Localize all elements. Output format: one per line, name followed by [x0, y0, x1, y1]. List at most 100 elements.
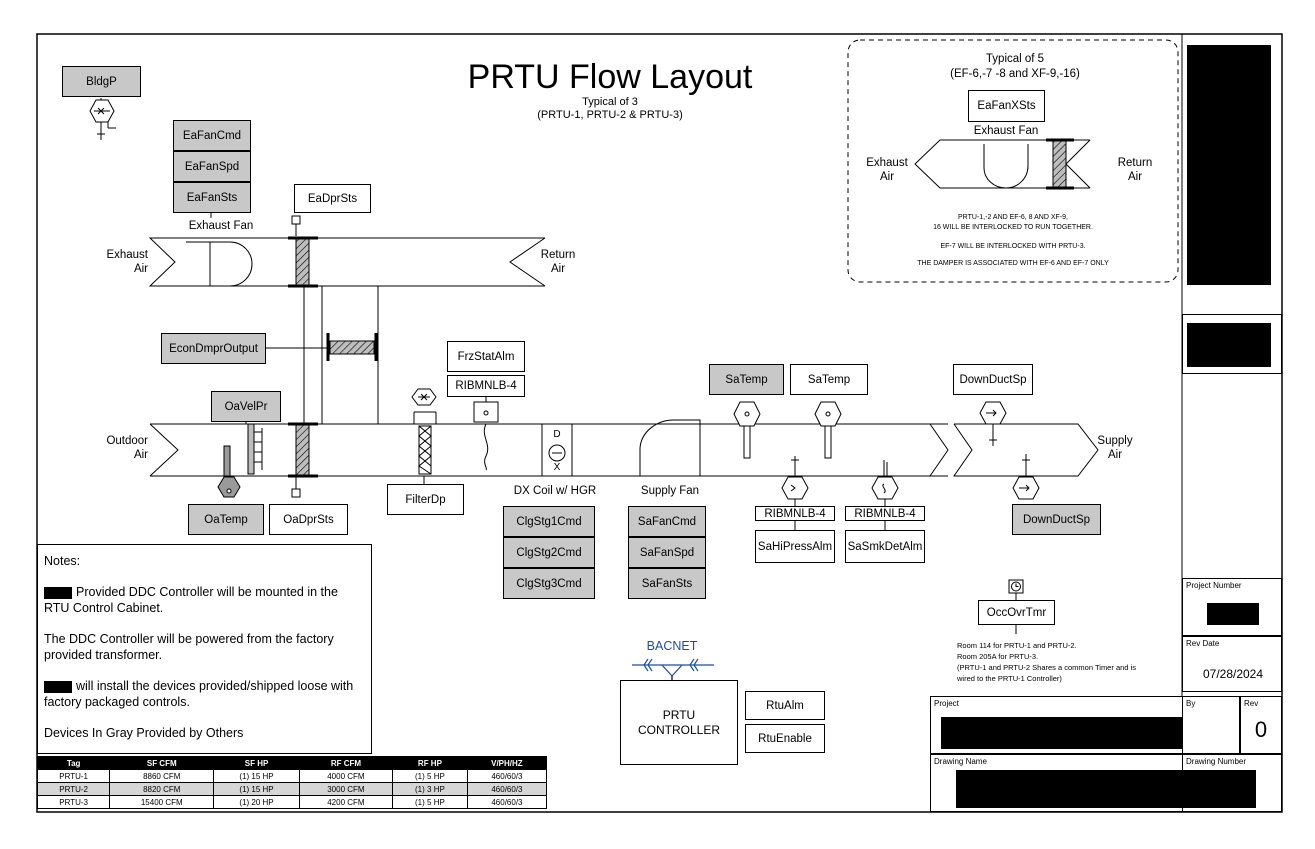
prtu-controller[interactable]: PRTU CONTROLLER — [620, 680, 738, 765]
sheet-border — [36, 33, 1283, 813]
timer-clock-icon — [1008, 579, 1024, 594]
header-sf-hp: SF HP — [213, 756, 300, 770]
timer-note-line-4: wired to the PRTU-1 Controller) — [957, 674, 1062, 683]
timer-note-line-3: (PRTU-1 and PRTU-2 Shares a common Timer… — [957, 663, 1136, 672]
inset-return-label: Return Air — [1112, 156, 1158, 184]
point-eafansts[interactable]: EaFanSts — [173, 182, 251, 213]
inset-exhaust-label: Exhaust Air — [862, 156, 912, 184]
note-3-text: will install the devices provided/shippe… — [44, 679, 354, 709]
redacted-block — [44, 586, 72, 599]
cell: (1) 5 HP — [392, 795, 468, 809]
cell: PRTU-2 — [36, 782, 111, 796]
exhaust-air-label: Exhaust Air — [96, 248, 148, 276]
point-clgstg3cmd[interactable]: ClgStg3Cmd — [503, 568, 595, 599]
cell: 8820 CFM — [109, 782, 215, 796]
point-downductsp-bottom[interactable]: DownDuctSp — [1012, 504, 1101, 535]
point-econdmproutput[interactable]: EconDmprOutput — [161, 333, 266, 364]
point-frzstatalm[interactable]: FrzStatAlm — [447, 341, 525, 372]
cell: (1) 20 HP — [213, 795, 300, 809]
bacnet-network-symbol — [632, 658, 714, 680]
table-row: PRTU-1 8860 CFM (1) 15 HP 4000 CFM (1) 5… — [36, 769, 548, 783]
point-safansts[interactable]: SaFanSts — [628, 568, 706, 599]
satemp-sensor-gray — [733, 401, 761, 459]
point-satemp[interactable]: SaTemp — [790, 364, 868, 395]
point-safancmd[interactable]: SaFanCmd — [628, 506, 706, 537]
point-eafanxsts[interactable]: EaFanXSts — [968, 90, 1045, 122]
bacnet-label: BACNET — [646, 639, 698, 653]
point-sahipressalm[interactable]: SaHiPressAlm — [755, 530, 835, 563]
note-1-text: Provided DDC Controller will be mounted … — [44, 585, 338, 615]
cell: 460/60/3 — [466, 795, 548, 809]
point-safanspd[interactable]: SaFanSpd — [628, 537, 706, 568]
subtitle-line-2: (PRTU-1, PRTU-2 & PRTU-3) — [537, 109, 683, 121]
supply-air-label: Supply Air — [1090, 434, 1140, 462]
redacted-block — [44, 680, 72, 693]
point-rtualm[interactable]: RtuAlm — [745, 691, 825, 720]
inset-exhaust-line-1: Exhaust — [866, 157, 908, 169]
point-filterdp[interactable]: FilterDp — [387, 484, 464, 515]
point-rtuenable[interactable]: RtuEnable — [745, 724, 825, 753]
rev-label: Rev — [1244, 699, 1259, 708]
point-clgstg1cmd[interactable]: ClgStg1Cmd — [503, 506, 595, 537]
project-number-cell: Project Number — [1182, 578, 1282, 636]
cell: 15400 CFM — [109, 795, 215, 809]
inset-typical-exhaust — [847, 39, 1179, 283]
header-voltage: V/PH/HZ — [466, 756, 548, 770]
cell: 8860 CFM — [109, 769, 215, 783]
project-number-label: Project Number — [1186, 581, 1242, 590]
note-1: Provided DDC Controller will be mounted … — [44, 584, 365, 616]
page-title: PRTU Flow Layout — [467, 58, 753, 96]
exhaust-fan-symbol — [186, 241, 253, 287]
coil-x-label: X — [553, 462, 561, 473]
subtitle-line-1: Typical of 3 — [582, 96, 638, 108]
redacted-block — [1207, 603, 1259, 625]
point-eadprsts[interactable]: EaDprSts — [294, 184, 371, 213]
point-eafanspd[interactable]: EaFanSpd — [173, 151, 251, 182]
inset-damper — [1052, 140, 1067, 188]
rev-date-cell: Rev Date 07/28/2024 — [1182, 636, 1282, 692]
page-subtitle: Typical of 3 (PRTU-1, PRTU-2 & PRTU-3) — [480, 96, 740, 122]
point-downductsp-top[interactable]: DownDuctSp — [953, 364, 1033, 395]
rev-date-value: 07/28/2024 — [1202, 667, 1264, 681]
rev-value: 0 — [1254, 717, 1268, 742]
point-clgstg2cmd[interactable]: ClgStg2Cmd — [503, 537, 595, 568]
note-2: The DDC Controller will be powered from … — [44, 632, 334, 662]
point-eafancmd[interactable]: EaFanCmd — [173, 120, 251, 151]
outdoor-air-line-1: Outdoor — [106, 435, 148, 447]
cell: 4000 CFM — [298, 769, 394, 783]
drawing-number-label: Drawing Number — [1186, 757, 1247, 766]
return-air-label: Return Air — [538, 248, 578, 276]
title-block-cell — [1182, 314, 1282, 374]
cell: (1) 3 HP — [392, 782, 468, 796]
inset-return-line-1: Return — [1117, 157, 1153, 169]
outdoor-air-line-2: Air — [133, 449, 148, 461]
controller-label-1: PRTU — [662, 707, 696, 722]
equipment-schedule-table: Tag SF CFM SF HP RF CFM RF HP V/PH/HZ PR… — [36, 756, 548, 809]
cell: 3000 CFM — [298, 782, 394, 796]
notes-heading: Notes: — [44, 554, 81, 568]
cell: (1) 15 HP — [213, 769, 300, 783]
point-oatemp[interactable]: OaTemp — [188, 504, 264, 535]
cell: 460/60/3 — [466, 769, 548, 783]
point-oavelpr[interactable]: OaVelPr — [211, 391, 281, 422]
relay-frzstat[interactable]: RIBMNLB-4 — [447, 375, 525, 397]
cell: 460/60/3 — [466, 782, 548, 796]
supply-air-line-1: Supply — [1097, 435, 1133, 447]
relay-smoke[interactable]: RIBMNLB-4 — [845, 506, 925, 521]
schedule-header-row: Tag SF CFM SF HP RF CFM RF HP V/PH/HZ — [36, 756, 548, 770]
redacted-block — [956, 770, 1256, 808]
point-oadprsts[interactable]: OaDprSts — [269, 504, 348, 535]
point-occovrtmr[interactable]: OccOvrTmr — [978, 600, 1055, 625]
return-air-line-1: Return — [540, 249, 576, 261]
point-satemp-gray[interactable]: SaTemp — [709, 364, 784, 395]
relay-hipress[interactable]: RIBMNLB-4 — [755, 506, 835, 521]
cell: PRTU-1 — [36, 769, 111, 783]
freezestat-symbol — [473, 395, 499, 471]
dx-coil-label: DX Coil w/ HGR — [513, 485, 597, 497]
cell: (1) 15 HP — [213, 782, 300, 796]
drawing-name-label: Drawing Name — [934, 757, 987, 766]
point-bldgp[interactable]: BldgP — [62, 66, 141, 97]
point-sasmkdetalm[interactable]: SaSmkDetAlm — [845, 530, 925, 563]
exhaust-fan-label: Exhaust Fan — [188, 220, 254, 232]
filter-symbol — [411, 388, 437, 475]
